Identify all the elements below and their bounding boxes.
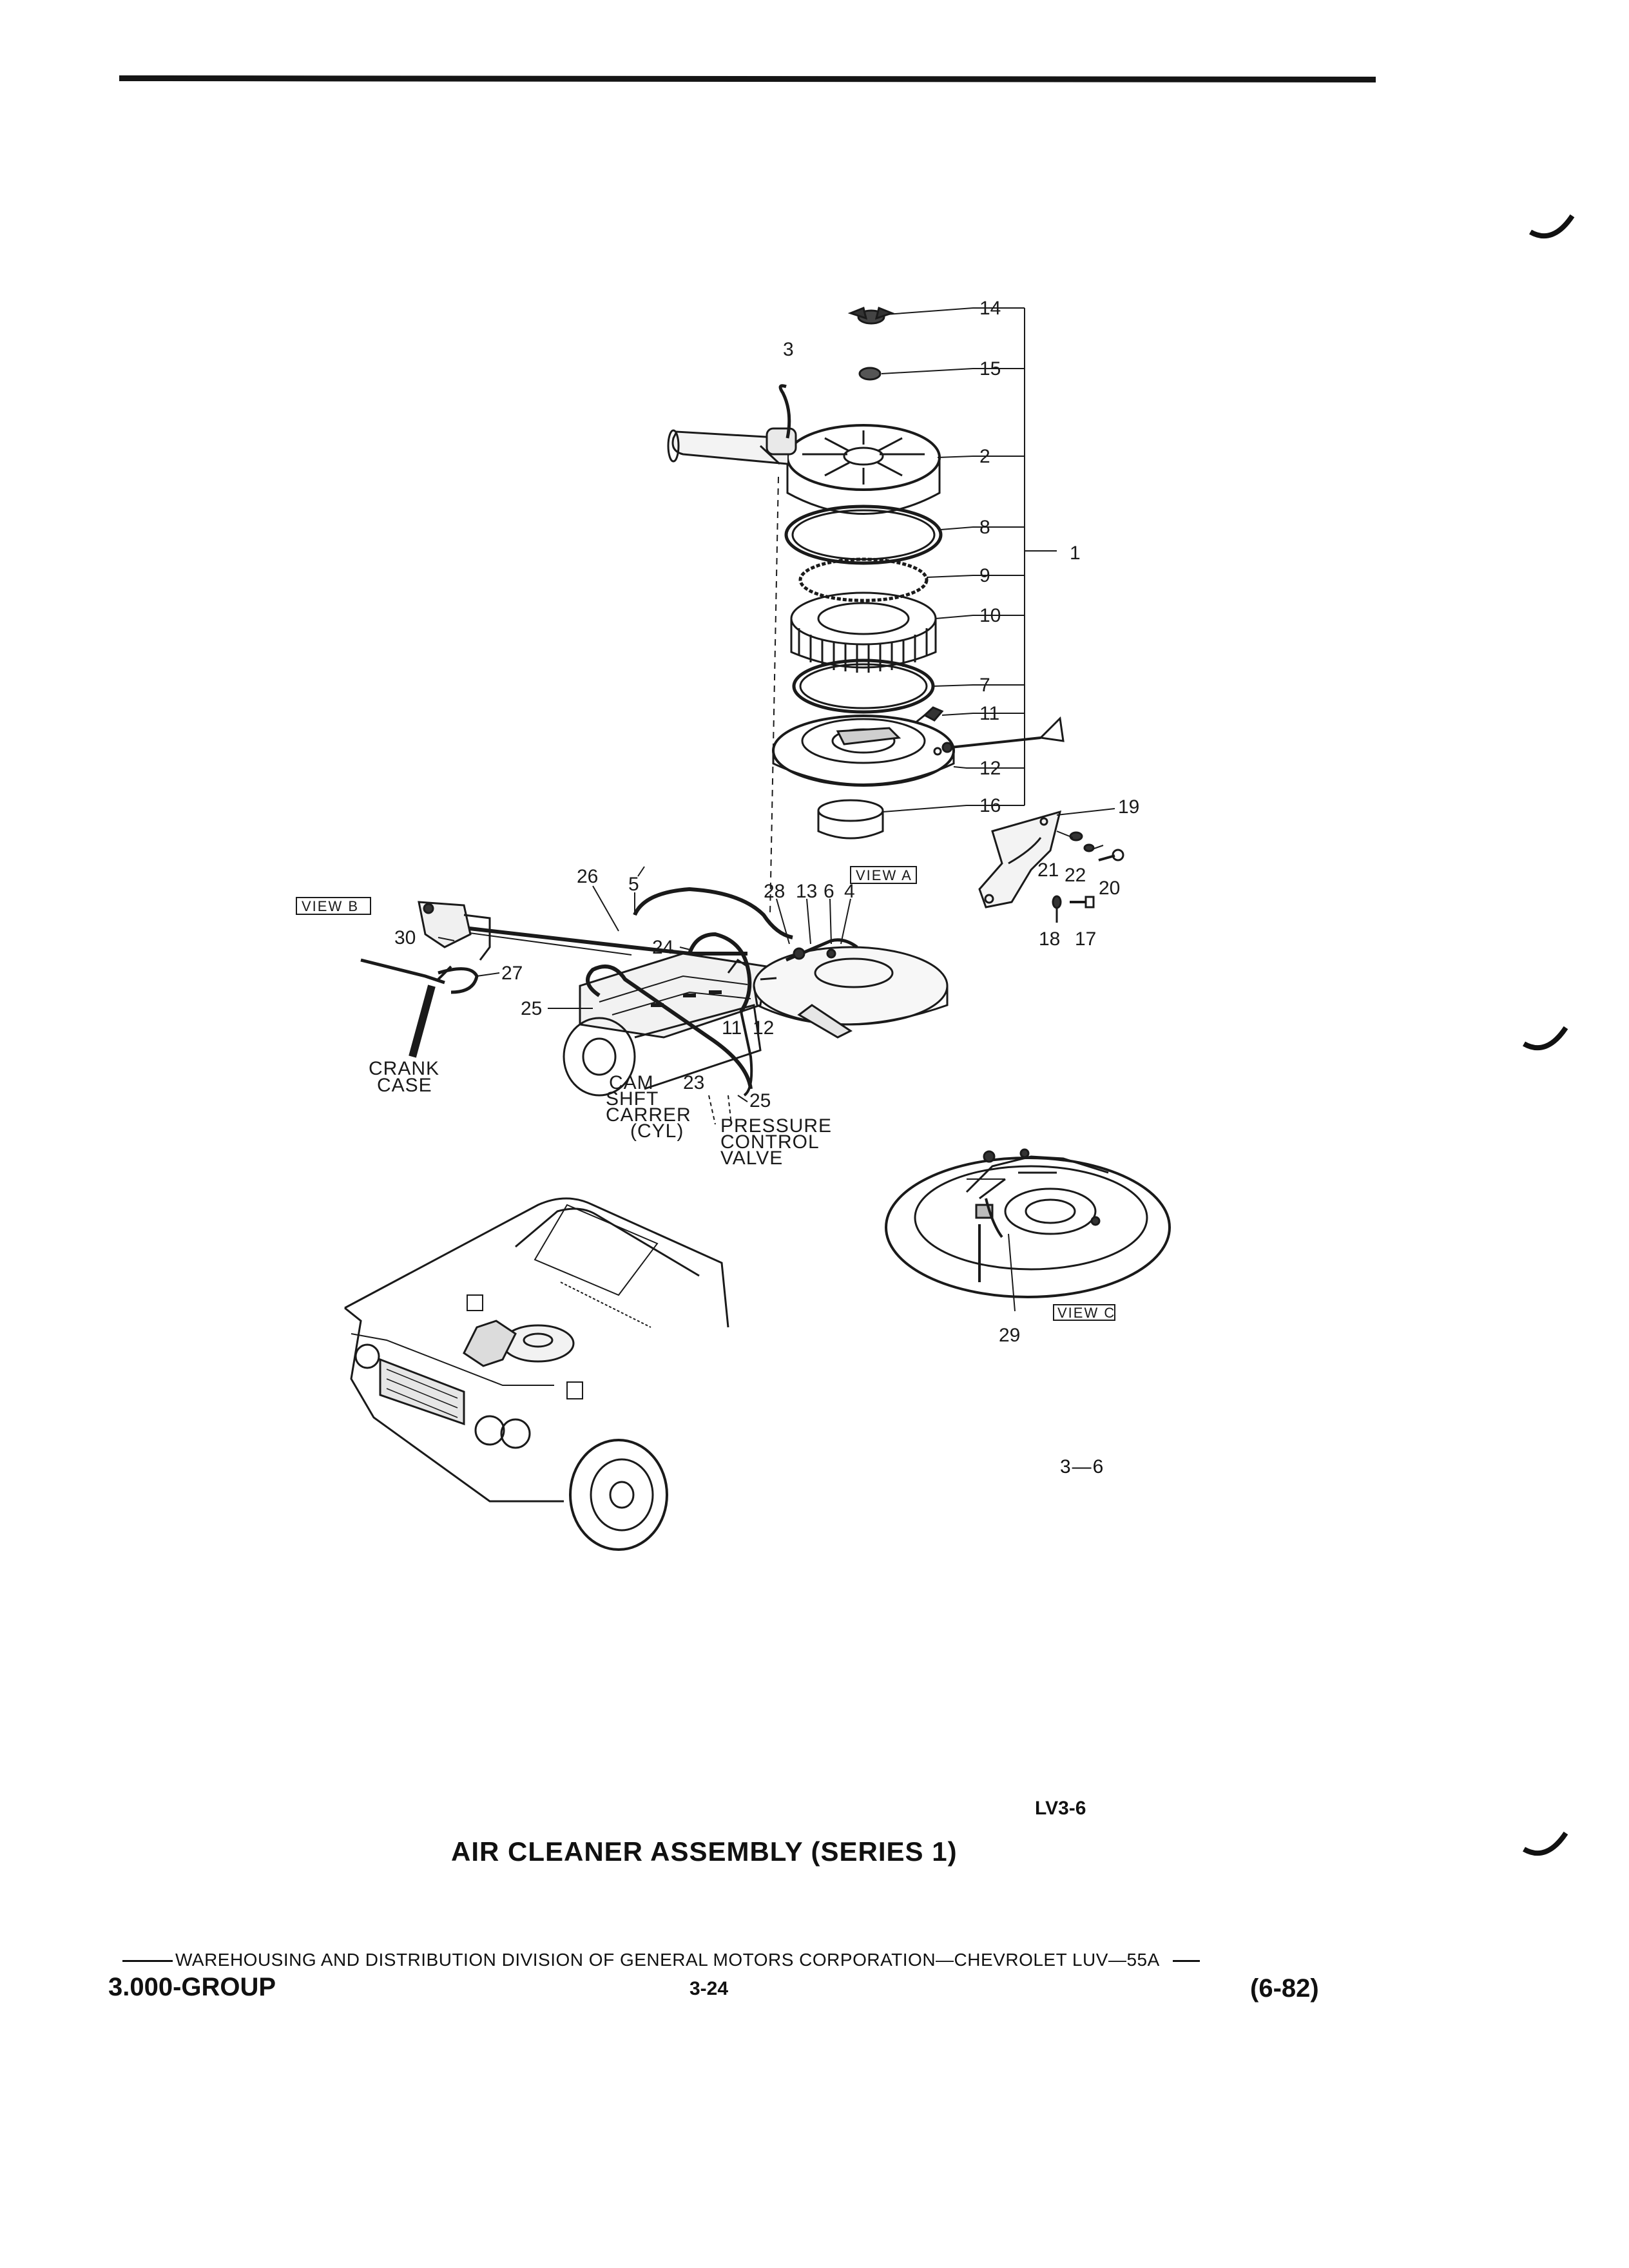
footer-division-line: WAREHOUSING AND DISTRIBUTION DIVISION OF…: [122, 1950, 1347, 1970]
air-cleaner-cover-part: [667, 424, 941, 515]
callout-13: 13: [796, 881, 817, 902]
air-cleaner-base-part: [772, 715, 955, 787]
crank-case-label: CRANK CASE: [369, 1058, 439, 1096]
callout-12: 12: [979, 758, 1001, 779]
mounting-bracket-part: [978, 810, 1062, 908]
callout-6: 6: [824, 881, 834, 902]
wing-nut-part: [847, 306, 895, 325]
callout-16: 16: [979, 795, 1001, 816]
cam-shaft-carrier-label: CAM SHFT CARRER (CYL): [606, 1072, 691, 1142]
callout-17: 17: [1075, 928, 1096, 950]
callout-18: 18: [1039, 928, 1060, 950]
callout-3: 3: [783, 339, 794, 360]
svg-text:CAM: CAM: [609, 1072, 654, 1093]
callout-26: 26: [577, 866, 598, 887]
callout-25: 25: [521, 998, 542, 1019]
page-number: 3-24: [689, 1978, 729, 1999]
footer-rule-left: [122, 1960, 173, 1963]
callout-20: 20: [1099, 878, 1120, 899]
callout-12-engine: 12: [753, 1017, 774, 1039]
view-c-label: VIEW C: [1053, 1304, 1115, 1321]
svg-text:CASE: CASE: [377, 1075, 432, 1096]
callout-7: 7: [979, 675, 990, 696]
pcv-bracket-part: [418, 901, 491, 961]
adapter-ring-part: [817, 799, 884, 840]
callout-10: 10: [979, 605, 1001, 626]
footer-rule-right: [1172, 1960, 1200, 1963]
callout-25-lower: 25: [749, 1090, 771, 1111]
air-cleaner-base-view-a: [753, 938, 949, 1039]
callout-29: 29: [999, 1325, 1020, 1346]
view-a-label: VIEW A: [850, 866, 917, 884]
callout-21: 21: [1037, 860, 1059, 881]
binder-mark-middle: [1523, 1026, 1568, 1051]
svg-text:VALVE: VALVE: [720, 1148, 783, 1169]
svg-text:VIEW C: VIEW C: [1057, 1305, 1115, 1321]
callout-8: 8: [979, 517, 990, 538]
binder-mark-top: [1529, 214, 1575, 239]
callout-24: 24: [652, 937, 673, 958]
svg-text:(CYL): (CYL): [630, 1120, 684, 1142]
callout-15: 15: [979, 358, 1001, 380]
svg-text:PRESSURE: PRESSURE: [720, 1115, 832, 1137]
pressure-control-valve-label: PRESSURE CONTROL VALVE: [720, 1115, 832, 1169]
footer-division-text: WAREHOUSING AND DISTRIBUTION DIVISION OF…: [175, 1950, 1160, 1970]
figure-caption: AIR CLEANER ASSEMBLY (SERIES 1): [451, 1836, 958, 1867]
seal-ring-part: [798, 557, 929, 602]
gasket-part: [784, 505, 943, 565]
callout-5: 5: [628, 874, 639, 895]
callout-14: 14: [979, 298, 1001, 319]
svg-text:CONTROL: CONTROL: [720, 1131, 820, 1153]
callout-4: 4: [844, 881, 855, 902]
callout-19: 19: [1118, 796, 1139, 818]
revision-date: (6-82): [1250, 1974, 1319, 2003]
callout-11-engine: 11: [722, 1017, 742, 1039]
vehicle-location-sketch: [344, 1197, 729, 1551]
callout-1: 1: [1070, 543, 1081, 564]
group-number: 3.000-GROUP: [108, 1973, 276, 2001]
callout-23: 23: [683, 1072, 704, 1093]
washer-part: [858, 367, 882, 381]
callout-28: 28: [764, 881, 785, 902]
engine-cam-carrier-part: [563, 952, 768, 1097]
svg-text:VIEW B: VIEW B: [302, 898, 359, 914]
svg-text:SHFT: SHFT: [606, 1088, 659, 1110]
callout-11: 11: [979, 703, 999, 724]
illustration-code: LV3-6: [1035, 1798, 1086, 1819]
figure-number: 3—6: [1060, 1456, 1105, 1477]
callout-30: 30: [394, 927, 416, 948]
callout-27: 27: [501, 963, 523, 984]
svg-text:CARRER: CARRER: [606, 1104, 691, 1126]
callout-9: 9: [979, 565, 990, 586]
callout-22: 22: [1065, 865, 1086, 886]
svg-text:CRANK: CRANK: [369, 1058, 439, 1079]
binder-mark-bottom: [1523, 1831, 1568, 1856]
svg-text:VIEW A: VIEW A: [856, 867, 912, 883]
view-c-base-detail: [885, 1148, 1171, 1298]
callout-2: 2: [979, 446, 990, 467]
view-b-label: VIEW B: [296, 897, 371, 915]
